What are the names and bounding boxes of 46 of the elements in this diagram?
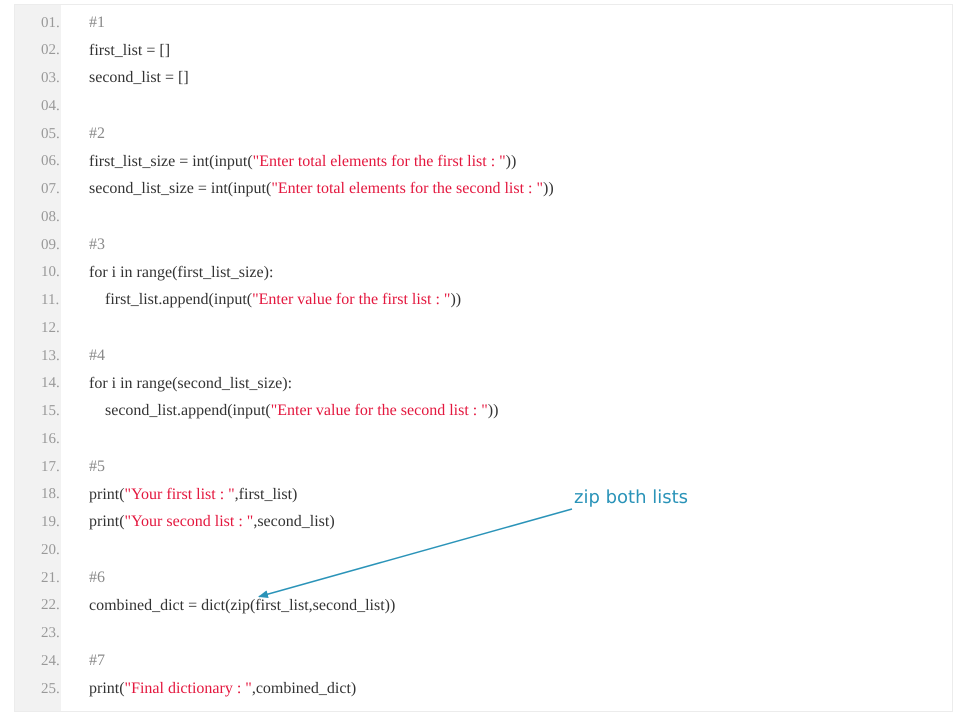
line-number: 23. <box>40 624 61 644</box>
code-line: print("Final dictionary : ",combined_dict) <box>89 680 356 697</box>
line-number: 13. <box>40 346 61 366</box>
code-comment: #7 <box>89 652 105 670</box>
code-line: first_list.append(input("Enter value for the first list : ")) <box>104 291 462 308</box>
line-number: 05. <box>40 124 61 144</box>
code-line: second_list_size = int(input("Enter total elements for the second list : ")) <box>89 180 554 198</box>
code-comment: #1 <box>89 14 105 31</box>
leader-arrow <box>258 508 572 598</box>
line-number: 03. <box>40 69 61 88</box>
line-number: 02. <box>40 41 61 60</box>
line-number: 16. <box>40 430 61 449</box>
line-number: 12. <box>40 318 61 338</box>
line-number: 01. <box>40 14 61 33</box>
line-number: 09. <box>40 236 61 255</box>
line-number: 21. <box>40 568 61 588</box>
line-number: 18. <box>40 485 61 504</box>
code-line: for i in range(first_list_size): <box>89 264 274 281</box>
line-number: 06. <box>40 152 61 172</box>
line-number: 17. <box>40 458 61 477</box>
code-line: for i in range(second_list_size): <box>89 374 292 392</box>
line-number: 20. <box>40 540 61 560</box>
code-comment: #4 <box>89 346 105 364</box>
code-line: combined_dict = dict(zip(first_list,second_list)) <box>89 596 396 614</box>
code-line: first_list_size = int(input("Enter total elements for the first list : ")) <box>89 152 516 170</box>
code-line: second_list.append(input("Enter value for the second list : ")) <box>104 402 498 420</box>
annotation-text: zip both lists <box>574 486 688 510</box>
code-comment: #5 <box>89 458 105 475</box>
line-number: 15. <box>40 402 61 422</box>
line-number: 22. <box>40 596 61 616</box>
code-line: first_list = [] <box>89 42 170 59</box>
line-number: 10. <box>40 263 61 282</box>
code-line: print("Your second list : ",second_list) <box>89 513 335 530</box>
line-number: 24. <box>40 652 61 671</box>
code-line: print("Your first list : ",first_list) <box>89 486 298 503</box>
code-comment: #2 <box>89 124 105 142</box>
line-number: 19. <box>40 513 61 532</box>
line-number: 11. <box>40 291 60 310</box>
line-number: 04. <box>40 96 61 116</box>
line-number: 07. <box>40 180 61 200</box>
code-comment: #3 <box>89 236 105 253</box>
code-line: second_list = [] <box>89 69 189 86</box>
code-comment: #6 <box>89 568 105 586</box>
line-number: 25. <box>40 680 61 699</box>
line-number: 08. <box>40 208 61 227</box>
line-number: 14. <box>40 374 61 394</box>
